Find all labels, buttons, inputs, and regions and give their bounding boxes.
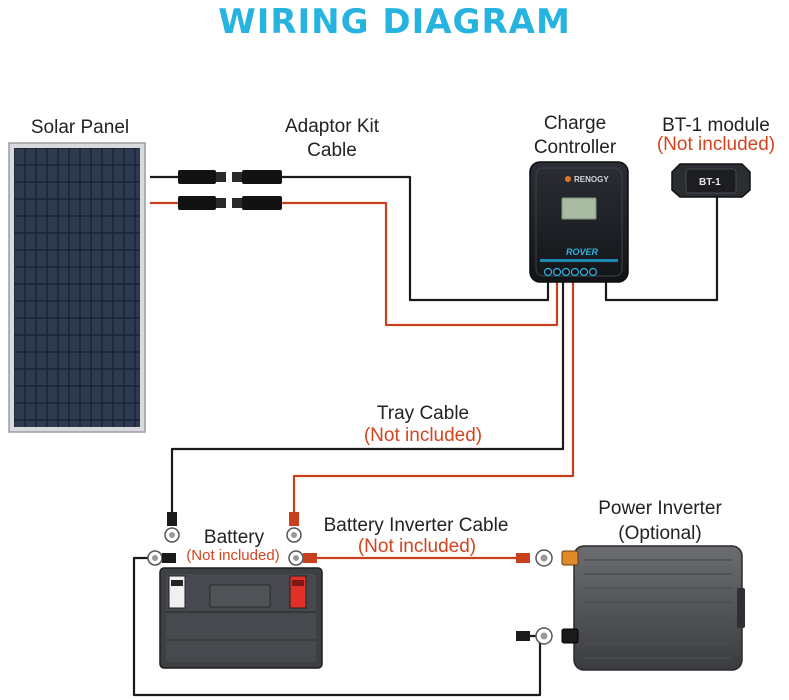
mc4-connector-positive-left — [178, 196, 226, 210]
battery-inverter-cable-label: Battery Inverter Cable — [323, 515, 509, 536]
controller-model: ROVER — [566, 247, 599, 257]
mc4-connector-negative-right — [232, 170, 282, 184]
bt-module-note: (Not included) — [656, 134, 776, 155]
inverter-positive-ring — [516, 549, 553, 567]
adaptor-kit-label-line1: Adaptor Kit — [285, 116, 379, 137]
mc4-connector-negative-left — [178, 170, 226, 184]
power-inverter-label-line2: (Optional) — [618, 523, 702, 544]
adaptor-negative-wire — [282, 175, 550, 302]
battery-label: Battery — [203, 527, 265, 548]
inverter-negative-terminal — [561, 628, 579, 644]
power-inverter — [561, 545, 745, 671]
battery-note: (Not included) — [186, 547, 280, 564]
charge-controller: RENOGY ROVER — [529, 161, 629, 283]
inverter-positive-terminal — [561, 550, 579, 566]
battery — [159, 567, 323, 669]
solar-panel — [8, 142, 146, 433]
ring-terminals — [147, 512, 553, 645]
power-inverter-label-line1: Power Inverter — [598, 498, 722, 519]
controller-brand: RENOGY — [574, 175, 609, 184]
charge-controller-label-line1: Charge — [543, 113, 607, 134]
adaptor-kit-label-line2: Cable — [307, 140, 357, 161]
controller-terminals — [543, 267, 598, 277]
mc4-connector-positive-right — [232, 196, 282, 210]
tray-positive-ring — [286, 512, 302, 543]
bt-module: BT-1 — [671, 163, 751, 198]
charge-controller-label-line2: Controller — [533, 137, 617, 158]
battery-negative-ring — [147, 550, 176, 566]
tray-cable-label: Tray Cable — [376, 403, 470, 424]
battery-positive-ring — [288, 550, 317, 566]
bt-face-label: BT-1 — [699, 177, 721, 188]
tray-negative-ring — [164, 512, 180, 543]
battery-inverter-cable-note: (Not included) — [357, 536, 477, 557]
tray-positive-wire — [292, 282, 575, 512]
bt-module-wire — [604, 196, 719, 302]
inverter-negative-ring — [516, 627, 553, 645]
tray-negative-wire — [170, 282, 565, 512]
adaptor-positive-wire — [282, 201, 559, 327]
bt-module-label: BT-1 module — [662, 115, 770, 136]
solar-panel-label: Solar Panel — [30, 117, 130, 138]
page-title: WIRING DIAGRAM — [218, 2, 571, 42]
tray-cable-note: (Not included) — [363, 425, 483, 446]
